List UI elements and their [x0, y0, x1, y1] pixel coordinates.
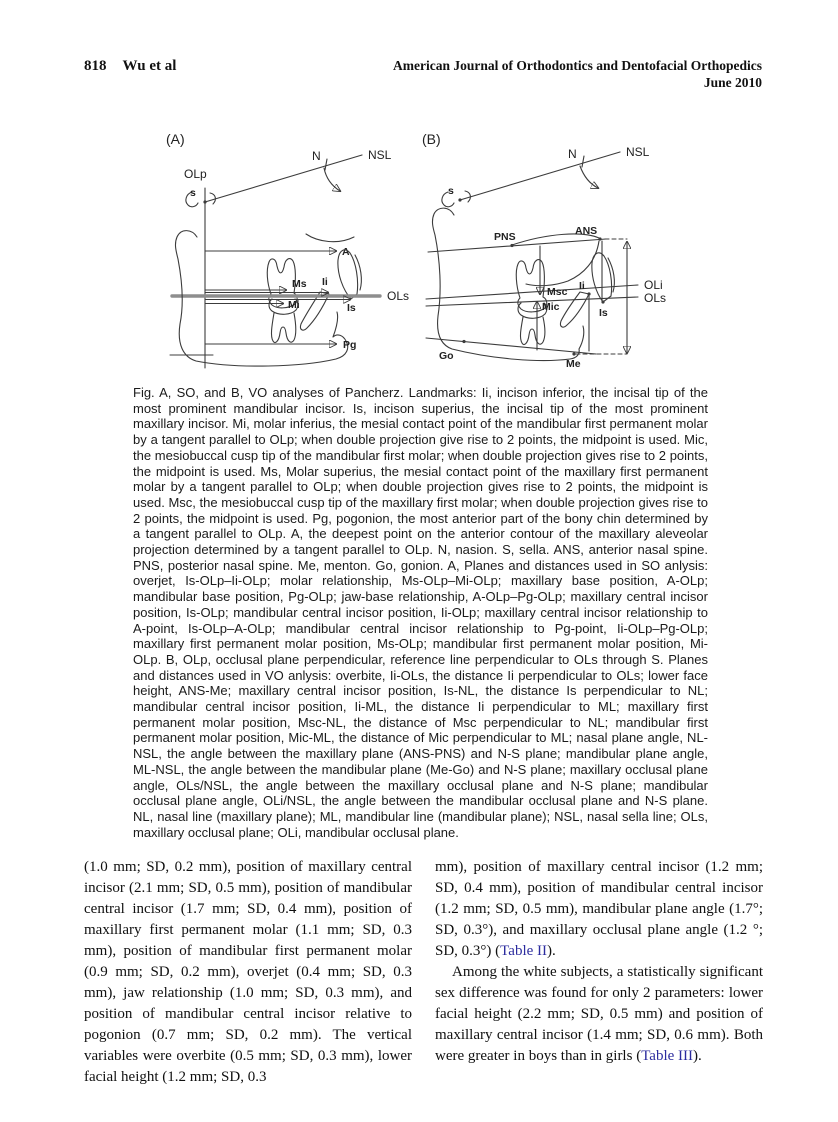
ols-label: OLs: [387, 289, 409, 303]
mandible-outline: [174, 230, 349, 367]
running-authors: Wu et al: [122, 58, 177, 74]
sella-outline: [185, 191, 199, 208]
nasal-contour: [323, 167, 340, 191]
is-label: Is: [347, 302, 356, 314]
issue-date: June 2010: [703, 74, 762, 90]
panel-b-label: (B): [422, 131, 441, 147]
paragraph-text: Among the white subjects, a statisticall…: [435, 964, 763, 1064]
page-number: 818: [84, 58, 107, 74]
sella-label: s: [448, 185, 454, 197]
ii-point: [587, 292, 591, 296]
lower-molar-outline: [517, 302, 548, 346]
paragraph-continuation: (1.0 mm; SD, 0.2 mm), position of maxill…: [84, 859, 412, 1085]
me-label: Me: [566, 358, 581, 370]
lower-molar-outline: [268, 298, 299, 344]
upper-incisor-outline: [591, 252, 613, 303]
panel-a-label: (A): [166, 131, 185, 147]
ans-point: [598, 237, 602, 241]
ii-label: Ii: [579, 280, 585, 292]
pns-point: [510, 243, 514, 248]
ml-mandibular-line: [425, 337, 597, 355]
me-point: [572, 352, 576, 356]
maxilla-outline: [525, 240, 600, 287]
is-point: [601, 300, 605, 304]
mi-label: Mi: [288, 299, 300, 311]
nsl-label: NSL: [368, 148, 392, 162]
nasion-label: N: [568, 147, 577, 161]
nsl-label: NSL: [626, 145, 650, 159]
olp-label: OLp: [184, 167, 207, 181]
nasion-tick: [324, 158, 328, 171]
is-label: Is: [599, 307, 608, 319]
ii-label: Ii: [322, 276, 328, 288]
upper-molar-outline: [515, 259, 548, 313]
go-point: [462, 339, 466, 344]
left-column: (1.0 mm; SD, 0.2 mm), position of maxill…: [84, 857, 412, 1088]
maxilla-outline: [305, 233, 355, 243]
sella-outline: [441, 191, 455, 208]
msc-label: Msc: [547, 286, 568, 298]
a-point-label: A: [342, 246, 350, 258]
nl-nasal-line: [427, 238, 607, 253]
paragraph-text: mm), position of maxillary central incis…: [435, 859, 763, 959]
nasion-tick: [581, 155, 585, 168]
pg-label: Pg: [343, 339, 356, 351]
paragraph-text: ).: [693, 1048, 702, 1064]
figure-caption: Fig. A, SO, and B, VO analyses of Panche…: [133, 385, 708, 840]
page-header: 818 Wu et al American Journal of Orthodon…: [84, 58, 762, 91]
cephalometric-diagram-a: (A) OLp s N NSL A OLs Ms Ii Is Mi Pg: [166, 131, 409, 369]
nasal-contour: [579, 165, 598, 188]
table-iii-link[interactable]: Table III: [641, 1048, 694, 1064]
sella-outline: [209, 192, 216, 205]
palate-outline: [511, 233, 600, 246]
ms-label: Ms: [292, 278, 307, 290]
right-column: mm), position of maxillary central incis…: [435, 857, 763, 1088]
ols-occlusal-line: [425, 296, 639, 307]
body-text: (1.0 mm; SD, 0.2 mm), position of maxill…: [84, 857, 763, 1088]
oli-label: OLi: [644, 278, 663, 292]
mandible-outline: [431, 207, 585, 362]
ans-label: ANS: [575, 225, 597, 237]
paragraph: mm), position of maxillary central incis…: [435, 857, 763, 962]
sella-outline: [464, 190, 471, 203]
ols-label: OLs: [644, 291, 666, 305]
sella-label: s: [190, 187, 196, 199]
go-label: Go: [439, 350, 454, 362]
oli-occlusal-line: [425, 284, 639, 300]
pns-label: PNS: [494, 231, 516, 243]
nsl-line: [204, 154, 363, 203]
running-head-left: 818 Wu et al: [84, 58, 176, 75]
lower-incisor-outline: [299, 291, 330, 331]
nsl-line: [459, 151, 621, 201]
journal-title: American Journal of Orthodontics and Den…: [393, 58, 762, 73]
alveolar-contour: [607, 257, 615, 293]
running-head-right: American Journal of Orthodontics and Den…: [393, 58, 762, 91]
upper-incisor-outline: [337, 249, 359, 300]
lower-incisor-outline: [559, 291, 590, 328]
mic-label: Mic: [542, 301, 560, 313]
table-ii-link[interactable]: Table II: [500, 943, 548, 959]
nasion-label: N: [312, 149, 321, 163]
alveolar-contour: [354, 254, 362, 291]
cephalometric-diagram-b: (B) s N NSL PNS ANS OLi OLs Msc Mic: [422, 131, 666, 370]
paragraph-text: ).: [547, 943, 556, 959]
paragraph: Among the white subjects, a statisticall…: [435, 962, 763, 1067]
